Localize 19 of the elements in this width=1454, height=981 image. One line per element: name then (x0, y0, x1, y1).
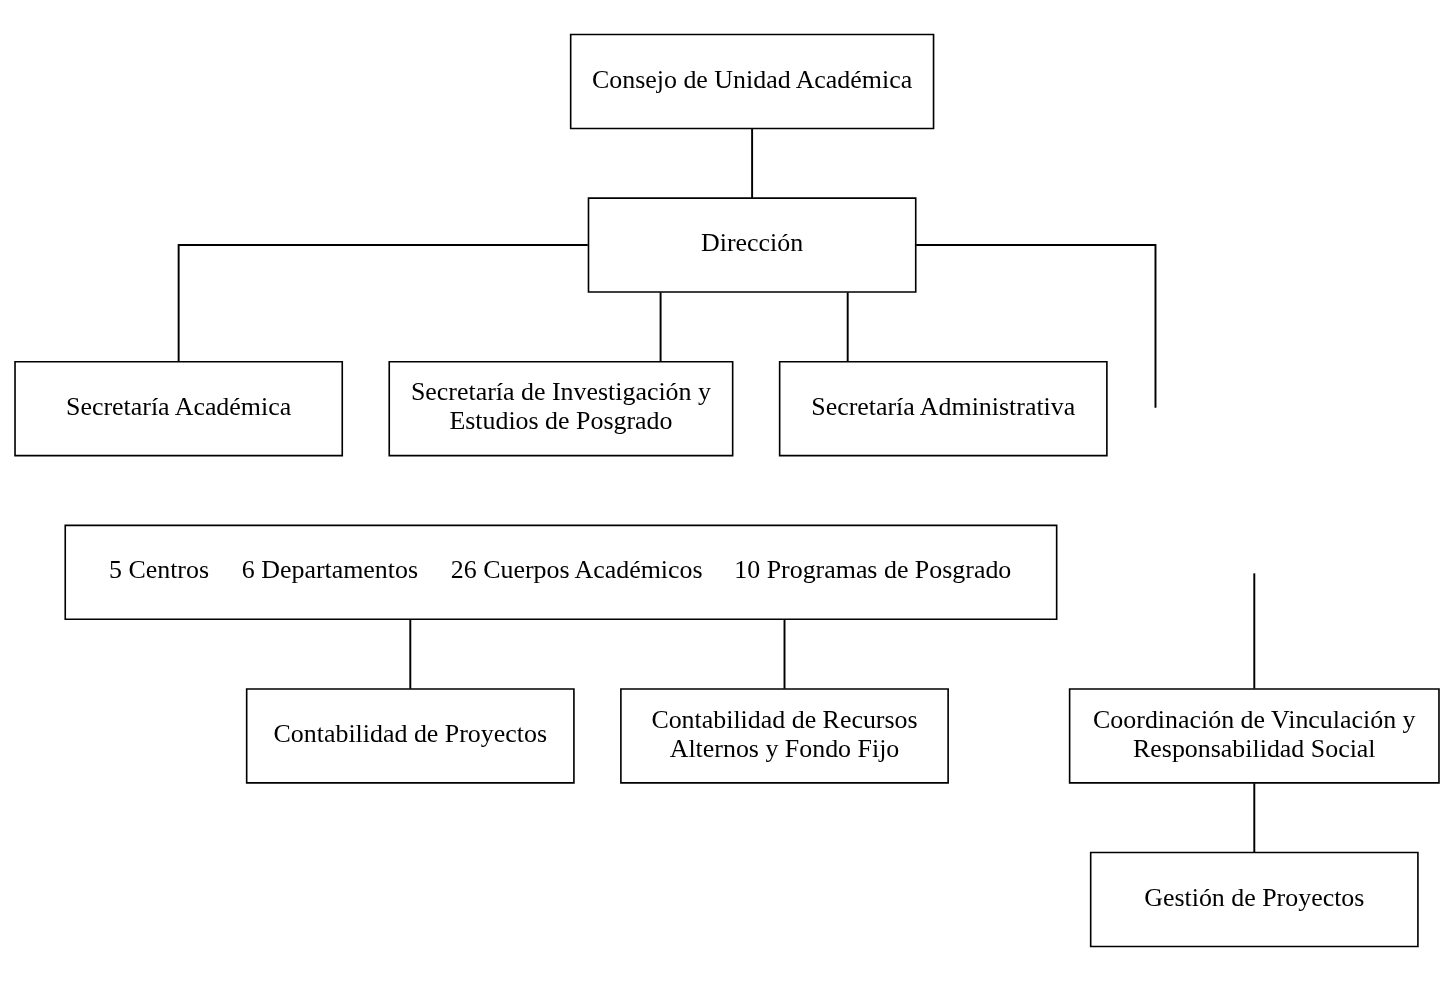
node-box: Contabilidad de Proyectos (245, 688, 575, 784)
node-box: Dirección (587, 197, 917, 293)
connector (177, 244, 589, 363)
node-box: Secretaría Administrativa (778, 360, 1108, 457)
node-box: Secretaría de Investigación y Estudios de Posgrado (388, 360, 734, 457)
connector (915, 244, 1157, 409)
connector (409, 618, 412, 690)
node-box: Consejo de Unidad Académica (569, 33, 935, 130)
node-box: Coordinación de Vinculación y Responsabilidad Social (1068, 688, 1440, 784)
node-box: Gestión de Proyectos (1089, 851, 1419, 948)
connector (659, 291, 662, 363)
connector (751, 127, 754, 199)
connector (783, 618, 786, 690)
node-box: 5 Centros 6 Departamentos 26 Cuerpos Académicos 10 Programas de Posgrado (64, 524, 1058, 621)
connector (1253, 782, 1256, 854)
node-box: Secretaría Académica (14, 360, 344, 457)
connector (846, 291, 849, 363)
connector (1253, 572, 1256, 690)
node-box: Contabilidad de Recursos Alternos y Fondo Fijo (620, 688, 949, 784)
